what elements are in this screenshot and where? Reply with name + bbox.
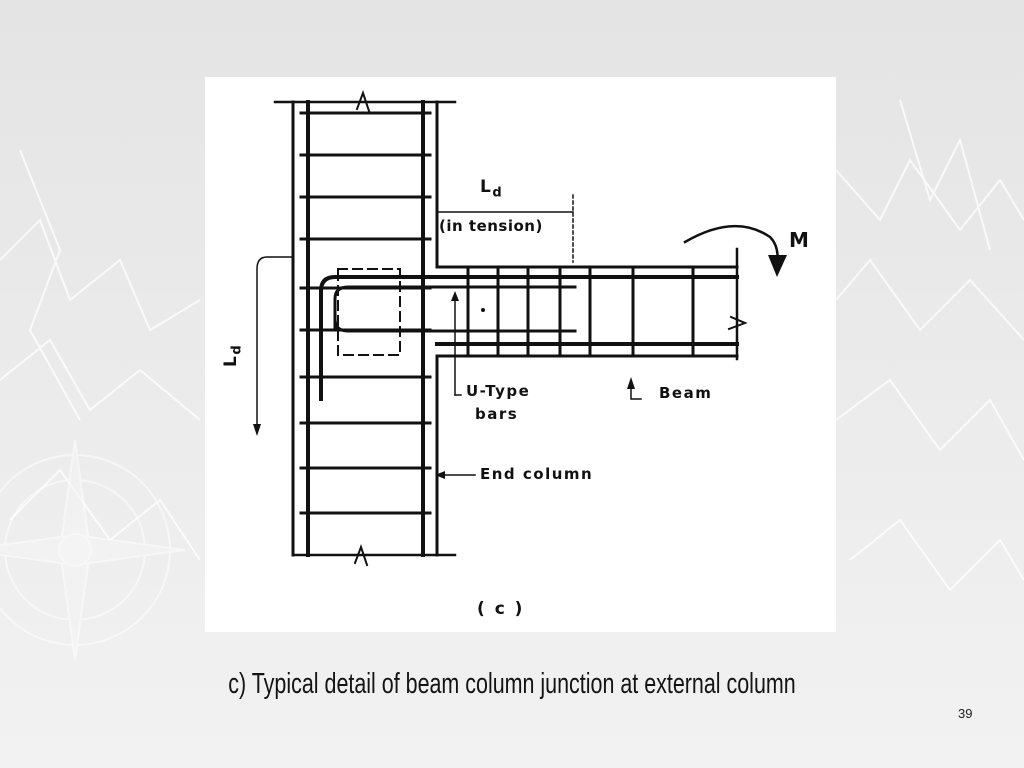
slide-number: 39 bbox=[958, 706, 973, 721]
beam-stirrups bbox=[466, 267, 695, 355]
beam-label: Beam bbox=[659, 384, 713, 402]
diagram-panel: Ld (in tension) M Ld U-Type bars Beam En… bbox=[205, 77, 836, 632]
side-dimension-arrow bbox=[253, 424, 261, 436]
break-mark-top bbox=[355, 90, 371, 113]
beam-column-drawing bbox=[253, 90, 787, 567]
ld-top-sub: d bbox=[492, 185, 504, 201]
moment-arrowhead bbox=[768, 255, 787, 277]
ld-top-label: Ld bbox=[480, 177, 503, 200]
u-bars-arrowhead bbox=[451, 291, 459, 301]
beam-top-bar bbox=[319, 275, 739, 401]
slide-caption: c) Typical detail of beam column junctio… bbox=[228, 668, 796, 700]
break-mark-bottom bbox=[353, 544, 369, 567]
in-tension-label: (in tension) bbox=[439, 217, 543, 235]
end-column-leader-arrow bbox=[435, 471, 445, 479]
panel-tag: ( c ) bbox=[477, 599, 525, 619]
anchorage-zone-dashed bbox=[337, 268, 401, 356]
ld-side-sub: d bbox=[229, 343, 245, 355]
u-type-bar-lower bbox=[333, 305, 577, 333]
ld-top-main: L bbox=[480, 177, 493, 197]
moment-arc bbox=[683, 225, 779, 269]
beam-leader-arrow bbox=[627, 377, 635, 389]
u-type-label-line1: U-Type bbox=[466, 382, 531, 400]
ld-side-main: L bbox=[221, 354, 241, 367]
end-column-label: End column bbox=[480, 465, 594, 483]
break-mark-beam bbox=[727, 315, 748, 331]
joint-dot bbox=[481, 308, 485, 312]
moment-label: M bbox=[789, 228, 811, 252]
u-type-label-line2: bars bbox=[475, 405, 519, 423]
compass-rose-watermark bbox=[0, 439, 186, 661]
ld-side-label: Ld bbox=[221, 344, 244, 367]
side-dimension-line bbox=[256, 256, 294, 434]
